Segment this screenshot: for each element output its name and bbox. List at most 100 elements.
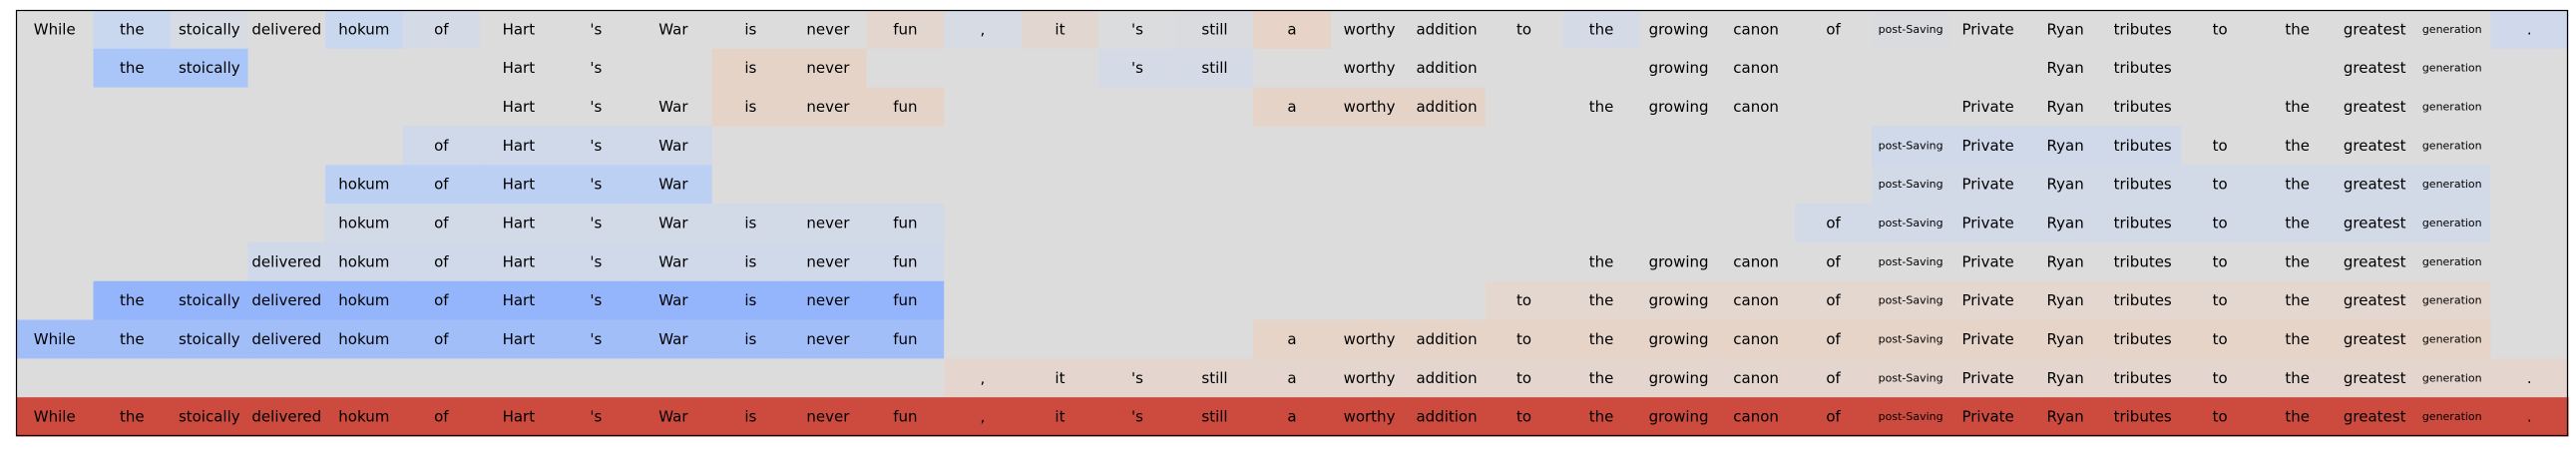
heatmap-cell <box>1794 126 1873 166</box>
token-label: Ryan <box>2047 20 2084 38</box>
heatmap-cell <box>1175 165 1254 205</box>
heatmap-cell <box>402 10 481 50</box>
token-label: War <box>658 176 688 194</box>
token-label: greatest <box>2344 20 2406 38</box>
heatmap-cell <box>557 358 636 398</box>
token-label: hokum <box>338 252 389 270</box>
heatmap-cell <box>635 48 713 89</box>
token-label: War <box>658 330 688 348</box>
heatmap-cell <box>2336 126 2414 166</box>
heatmap-cell <box>1717 358 1796 398</box>
heatmap-cell <box>325 87 404 128</box>
heatmap-cell <box>1872 10 1950 50</box>
heatmap-cell <box>557 126 636 166</box>
heatmap-cell <box>93 241 172 282</box>
heatmap-cell <box>16 87 95 128</box>
heatmap-cell <box>1794 397 1873 437</box>
token-label: it <box>1055 369 1065 387</box>
heatmap-cell <box>2258 397 2338 437</box>
token-label: the <box>1589 98 1614 116</box>
heatmap-cell <box>1485 319 1563 359</box>
heatmap-cell <box>1485 48 1563 89</box>
heatmap-cell <box>1794 319 1873 359</box>
token-label: canon <box>1733 369 1779 387</box>
heatmap-cell <box>247 397 326 437</box>
heatmap-cell <box>1872 241 1950 282</box>
heatmap-cell <box>1562 126 1641 166</box>
heatmap-cell <box>1253 319 1332 359</box>
heatmap-cell <box>1253 87 1332 128</box>
heatmap-cell <box>247 10 326 50</box>
token-label: the <box>1589 252 1614 270</box>
heatmap-cell <box>866 165 945 205</box>
heatmap-cell <box>2490 319 2569 359</box>
heatmap-cell <box>2026 241 2105 282</box>
token-label: stoically <box>179 59 240 77</box>
token-label: Hart <box>503 408 536 426</box>
heatmap-cell <box>2103 10 2183 50</box>
heatmap-cell <box>866 241 945 282</box>
token-label: generation <box>2422 255 2482 268</box>
token-label: the <box>2285 176 2310 194</box>
heatmap-cell <box>944 204 1023 243</box>
heatmap-cell <box>1175 10 1254 50</box>
heatmap-cell <box>2181 126 2260 166</box>
heatmap-cell <box>2181 204 2260 243</box>
heatmap-cell <box>1872 358 1950 398</box>
heatmap-cell <box>1098 204 1177 243</box>
token-label: to <box>2213 369 2228 387</box>
heatmap-cell <box>944 319 1023 359</box>
heatmap-cell <box>480 280 559 321</box>
heatmap-cell <box>1330 280 1409 321</box>
heatmap-cell <box>2026 10 2105 50</box>
heatmap-cell <box>1794 165 1873 205</box>
heatmap-cell <box>2336 397 2414 437</box>
heatmap-cell <box>1253 165 1332 205</box>
heatmap-cell <box>1639 319 1718 359</box>
token-label: 's <box>590 408 602 426</box>
token-label: of <box>434 137 449 155</box>
heatmap-cell <box>16 397 95 437</box>
token-label: a <box>1287 408 1296 426</box>
heatmap-cell <box>1562 204 1641 243</box>
token-label: of <box>434 330 449 348</box>
heatmap-cell <box>1639 87 1718 128</box>
heatmap-cell <box>1485 126 1563 166</box>
heatmap-cell <box>1872 397 1950 437</box>
token-label: tributes <box>2114 330 2172 348</box>
token-label: to <box>1516 369 1531 387</box>
heatmap-cell <box>1408 10 1487 50</box>
heatmap-cell <box>2103 87 2183 128</box>
heatmap-cell <box>1253 126 1332 166</box>
token-label: generation <box>2422 23 2482 36</box>
heatmap-cell <box>711 280 790 321</box>
heatmap-cell <box>1794 280 1873 321</box>
heatmap-cell <box>1872 165 1950 205</box>
token-label: to <box>2213 252 2228 270</box>
token-label: Ryan <box>2047 369 2084 387</box>
token-label: 's <box>1131 59 1143 77</box>
token-label: to <box>2213 291 2228 309</box>
token-label: tributes <box>2114 291 2172 309</box>
heatmap-cell <box>1717 204 1796 243</box>
heatmap-cell <box>711 10 790 50</box>
heatmap-cell <box>1948 358 2027 398</box>
heatmap-cell <box>1330 319 1409 359</box>
heatmap-cell <box>2103 397 2183 437</box>
heatmap-cell <box>1794 358 1873 398</box>
token-label: is <box>744 215 756 232</box>
heatmap-cell <box>635 10 713 50</box>
token-label: Hart <box>503 59 536 77</box>
heatmap-cell <box>93 280 172 321</box>
heatmap-cell <box>557 10 636 50</box>
heatmap-cell <box>1948 165 2027 205</box>
token-label: generation <box>2422 410 2482 423</box>
heatmap-cell <box>402 397 481 437</box>
heatmap-cell <box>2412 358 2492 398</box>
heatmap-cell <box>16 241 95 282</box>
